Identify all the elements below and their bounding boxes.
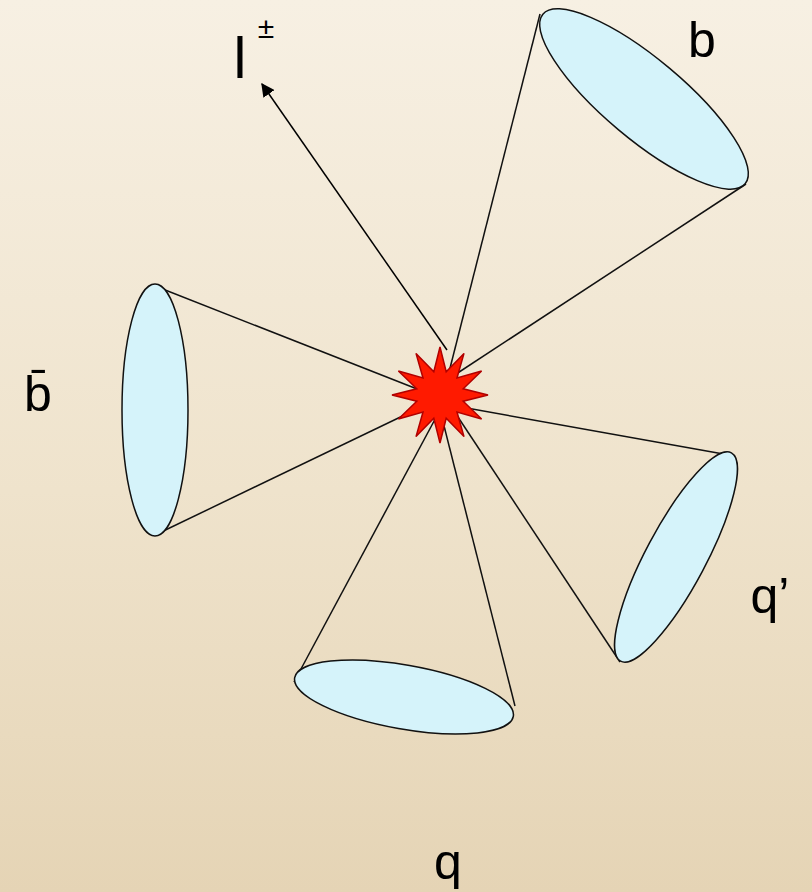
jet-ellipse xyxy=(594,439,758,676)
jet-cone-line xyxy=(440,410,515,706)
particle-label: q xyxy=(434,837,462,887)
jet-cone-line xyxy=(447,184,746,380)
jet-cone-line xyxy=(450,405,729,455)
jet-cone-line xyxy=(294,410,440,682)
jet-ellipse xyxy=(122,284,188,536)
interaction-star xyxy=(392,347,488,443)
jet-cone-line xyxy=(155,286,440,398)
jet-ellipse xyxy=(517,0,771,214)
particle-label: b xyxy=(688,15,716,65)
jet-ellipse xyxy=(289,646,519,748)
jet-cone-line xyxy=(155,398,440,535)
particle-label: q’ xyxy=(751,571,790,621)
jet-cone-line xyxy=(447,14,540,380)
lepton-track xyxy=(262,84,447,350)
particle-label: b̄ xyxy=(24,369,52,419)
jet-cone-line xyxy=(450,405,620,662)
charge-label: ± xyxy=(258,13,274,43)
particle-label: l xyxy=(234,29,247,87)
